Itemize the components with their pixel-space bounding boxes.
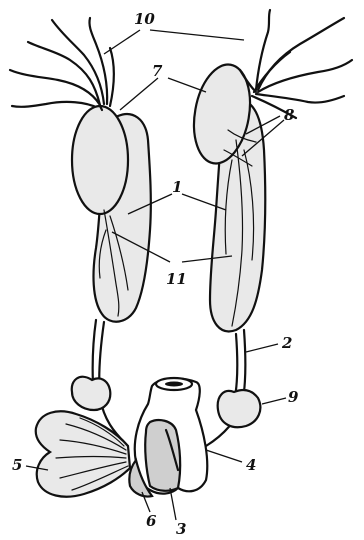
label-2: 2 — [281, 334, 292, 352]
label-5: 5 — [12, 456, 22, 474]
label-7: 7 — [152, 62, 163, 80]
label-6: 6 — [146, 512, 157, 530]
left-ovarioles — [10, 18, 114, 108]
right-appendix-gland — [218, 390, 261, 427]
bursa-copulatrix — [36, 411, 130, 496]
label-10: 10 — [134, 10, 155, 28]
left-appendix-gland — [72, 377, 111, 410]
label-8: 8 — [284, 106, 295, 124]
right-lateral-oviduct — [206, 330, 245, 446]
label-11: 11 — [166, 270, 187, 288]
chamber-opening-hole — [165, 382, 183, 387]
right-ovarioles — [252, 10, 352, 118]
label-4: 4 — [246, 456, 256, 474]
label-3: 3 — [176, 520, 186, 538]
label-1: 1 — [172, 178, 182, 196]
left-ovary — [72, 106, 128, 214]
label-9: 9 — [288, 388, 299, 406]
